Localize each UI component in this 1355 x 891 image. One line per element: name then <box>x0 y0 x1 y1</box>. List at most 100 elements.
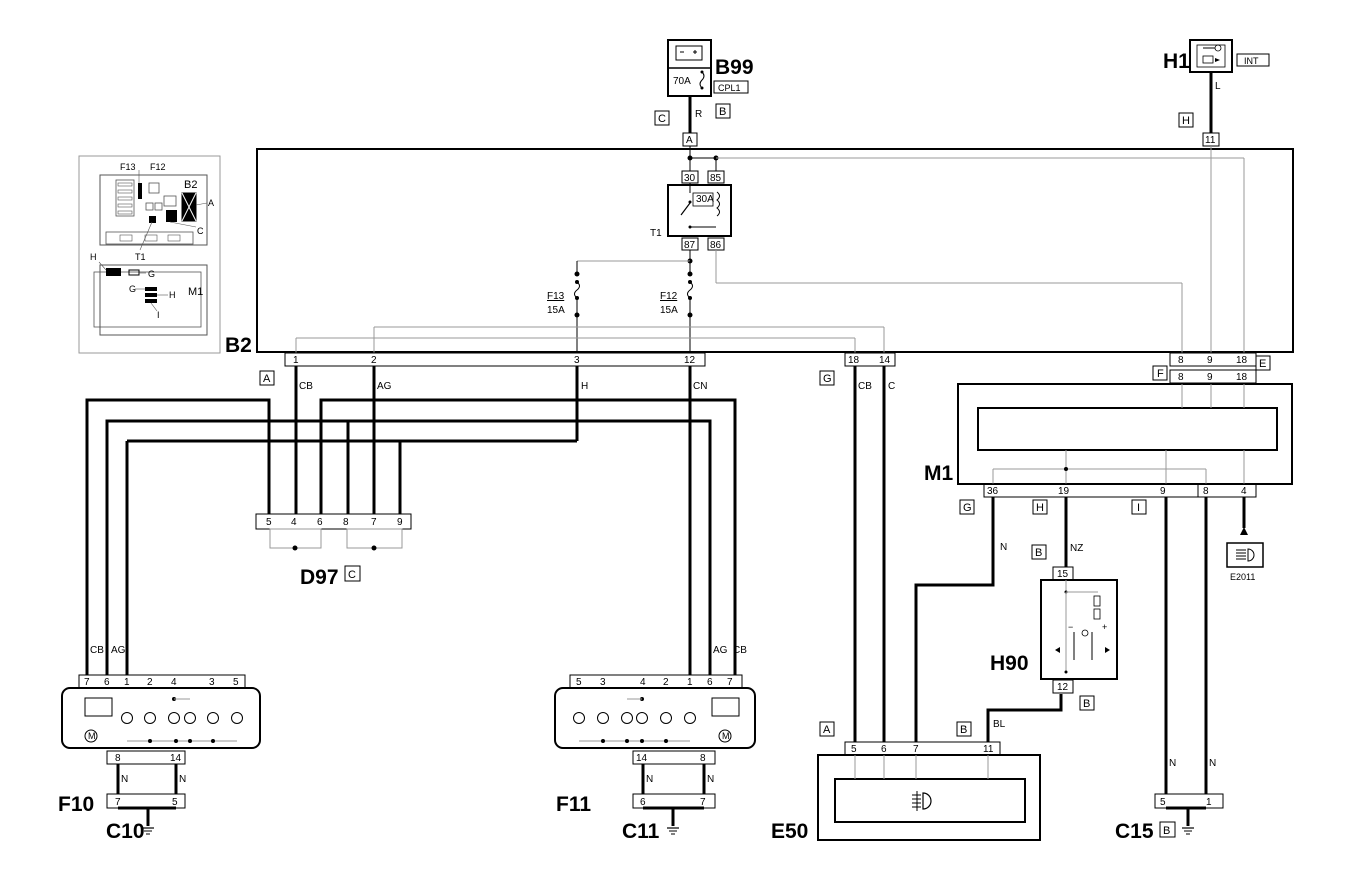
f11-wire-ag: AG <box>713 645 728 656</box>
d97-pin-7: 7 <box>371 517 377 528</box>
f10-pin-1: 1 <box>124 677 130 688</box>
inset-label-g2: G <box>129 284 136 294</box>
m1-pin-4: 4 <box>1241 486 1247 497</box>
b2-pin-8e: 8 <box>1178 355 1184 366</box>
c15-pin-1: 1 <box>1206 797 1212 808</box>
wire-b2-18: CB <box>858 381 872 392</box>
wire-b2-3: H <box>581 381 588 392</box>
b99-tag-c: C <box>658 113 666 125</box>
f10-wire-cb: CB <box>90 645 104 656</box>
e50-component: A B 5 6 7 11 E50 <box>771 721 1041 843</box>
inset-label-a: A <box>208 198 214 208</box>
b2-label: B2 <box>225 334 252 357</box>
e2011-headlamp-icon: E2011 <box>1226 497 1264 582</box>
e50-pin-11: 11 <box>983 744 994 755</box>
d97-label: D97 <box>300 566 339 589</box>
harness-wires <box>85 366 1208 826</box>
t1-pin-86: 86 <box>710 240 722 251</box>
b2-pin-11: 11 <box>1205 135 1216 146</box>
h90-pin-12: 12 <box>1057 682 1069 693</box>
h90-tag-top: B <box>1035 547 1042 559</box>
wire-f11-gnd-right: N <box>707 774 714 785</box>
b99-component: 70A B99 CPL1 R C B A <box>654 39 754 147</box>
m1-label: M1 <box>924 462 953 485</box>
inset-label-g: G <box>148 269 155 279</box>
c15-pin-5: 5 <box>1160 797 1166 808</box>
c11-pin-6: 6 <box>640 797 646 808</box>
f11-pin-14: 14 <box>636 753 648 764</box>
c11-pin-7: 7 <box>700 797 706 808</box>
d97-component: 5 4 6 8 7 9 D97 C <box>255 513 412 589</box>
f10-label: F10 <box>58 793 94 816</box>
f11-pin-4: 4 <box>640 677 646 688</box>
d97-tag-c: C <box>348 569 356 581</box>
fuse-f13-rating: 15A <box>547 305 565 316</box>
wire-c15-left: N <box>1169 758 1176 769</box>
b2-pin-2: 2 <box>371 355 377 366</box>
wire-m1-19: NZ <box>1070 543 1083 554</box>
h1-component: H1 INT L H 11 <box>1163 39 1270 147</box>
d97-pin-5: 5 <box>266 517 272 528</box>
e50-pin-5: 5 <box>851 744 857 755</box>
m1-pin-18-top: 18 <box>1236 372 1248 383</box>
b2-tag-a: A <box>263 373 271 385</box>
wire-f10-gnd-left: N <box>121 774 128 785</box>
t1-pin-87: 87 <box>684 240 696 251</box>
d97-pin-9: 9 <box>397 517 403 528</box>
inset-label-h: H <box>90 252 97 262</box>
e50-label: E50 <box>771 820 808 843</box>
e2011-label: E2011 <box>1230 572 1255 582</box>
t1-pin-85: 85 <box>710 173 722 184</box>
f10-pin-4: 4 <box>171 677 177 688</box>
fuse-f12-label: F12 <box>660 291 678 302</box>
b2-pin-1: 1 <box>293 355 299 366</box>
inset-label-t1: T1 <box>135 252 146 262</box>
m1-tag-i: I <box>1137 502 1140 514</box>
e50-pin-7: 7 <box>913 744 919 755</box>
e50-tag-a: A <box>823 724 831 736</box>
c10-pin-7: 7 <box>115 797 121 808</box>
m1-tag-g: G <box>963 502 972 514</box>
wire-h90-12: BL <box>993 719 1006 730</box>
f11-pin-6: 6 <box>707 677 713 688</box>
f10-pin-7: 7 <box>84 677 90 688</box>
fuse-f13-label: F13 <box>547 291 565 302</box>
b2-pin-14g: 14 <box>879 355 891 366</box>
b99-connector: CPL1 <box>718 83 741 93</box>
h1-connector: INT <box>1244 56 1259 66</box>
f11-component: AG CB 5 3 4 2 1 6 7 M 14 8 F11 <box>554 645 756 816</box>
wire-f11-gnd-left: N <box>646 774 653 785</box>
c10-ground: 7 5 C10 <box>106 793 186 843</box>
m1-pin-9: 9 <box>1160 486 1166 497</box>
b99-wire-r: R <box>695 109 702 120</box>
inset-label-m1: M1 <box>188 286 203 298</box>
f11-wire-cb: CB <box>733 645 747 656</box>
t1-fuse-rating: 30A <box>696 194 714 205</box>
h1-label: H1 <box>1163 50 1190 73</box>
wire-c15-right: N <box>1209 758 1216 769</box>
t1-label: T1 <box>650 228 662 239</box>
inset-label-f13: F13 <box>120 162 136 172</box>
e50-tag-b: B <box>960 724 967 736</box>
f10-pin-3: 3 <box>209 677 215 688</box>
f10-component: CB AG 7 6 1 2 4 3 5 M 8 14 F10 <box>58 645 261 816</box>
f10-pin-8: 8 <box>115 753 121 764</box>
svg-text:+: + <box>1102 622 1107 632</box>
b99-fuse-rating: 70A <box>673 76 691 87</box>
m1-pin-8-top: 8 <box>1178 372 1184 383</box>
b2-junction-box: B2 30 85 30A T1 87 86 <box>225 146 1294 386</box>
f10-pin-5: 5 <box>233 677 239 688</box>
b2-pin-18e: 18 <box>1236 355 1248 366</box>
b2-tag-e: E <box>1259 358 1266 370</box>
location-inset: F13 F12 B2 A T1 C H G M1 G H I <box>78 155 221 354</box>
f10-pin-6: 6 <box>104 677 110 688</box>
h90-tag-bottom: B <box>1083 698 1090 710</box>
c10-pin-5: 5 <box>172 797 178 808</box>
c11-label: C11 <box>622 820 660 843</box>
f11-pin-1: 1 <box>687 677 693 688</box>
inset-label-h2: H <box>169 290 176 300</box>
svg-text:M: M <box>88 731 96 741</box>
f11-pin-7: 7 <box>727 677 733 688</box>
h90-component: B 15 − + 12 B H90 <box>990 544 1118 711</box>
